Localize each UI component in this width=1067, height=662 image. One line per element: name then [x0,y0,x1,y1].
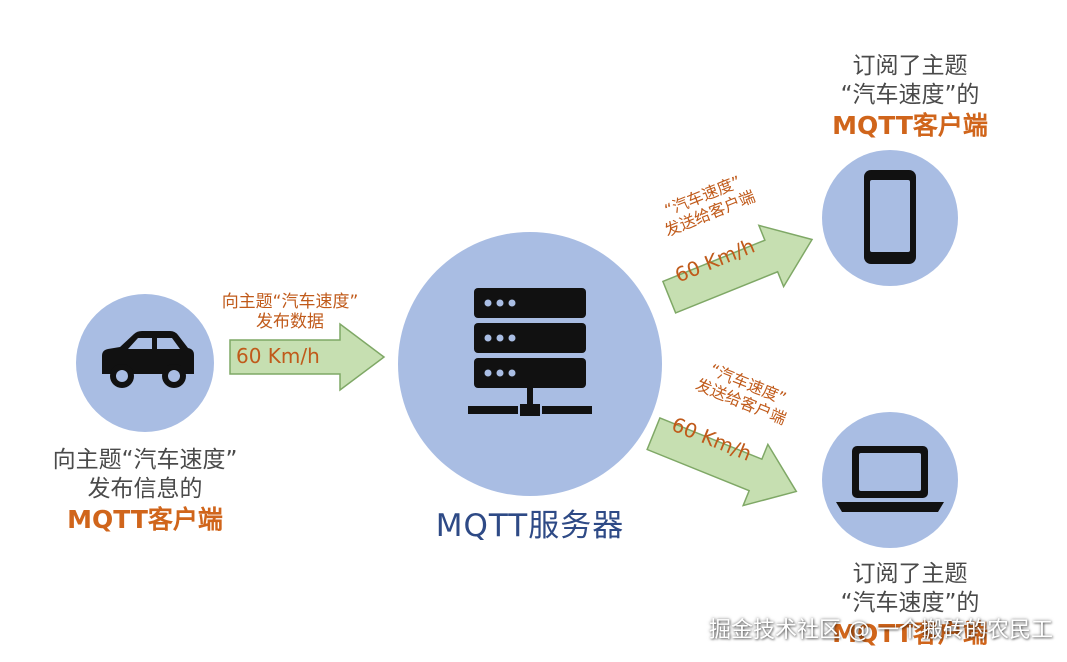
subscriber-laptop-label-brand: MQTT客户端 [832,618,988,648]
car-icon [102,331,194,388]
publish-speed: 60 Km/h [236,344,320,368]
subscriber-phone-label-brand: MQTT客户端 [832,110,988,140]
route-down-arrow: “汽车速度” 发送给客户端 60 Km/h [620,343,839,540]
subscriber-laptop-node [822,412,958,548]
phone-icon [864,170,916,264]
watermark: 掘金技术社区 @ 一个搬砖的农民工 [709,618,1053,643]
subscriber-phone-node [822,150,958,286]
server-icon [468,288,592,416]
publisher-label-line2: 发布信息的 [87,475,203,502]
laptop-icon [836,446,944,512]
publish-caption-line2: 发布数据 [256,312,324,333]
publish-caption-line1: 向主题“汽车速度” [221,292,359,312]
publisher-label: 向主题“汽车速度” 发布信息的 MQTT客户端 [10,446,280,535]
publish-caption: 向主题“汽车速度” 发布数据 [190,292,390,333]
broker-node [398,232,662,496]
publisher-node [76,294,214,432]
publisher-label-line1: 向主题“汽车速度” [52,447,238,473]
subscriber-laptop-label: 订阅了主题 “汽车速度”的 MQTT客户端 [780,560,1040,649]
publisher-label-brand: MQTT客户端 [67,504,223,534]
subscriber-phone-label-line1: 订阅了主题 [852,53,968,79]
subscriber-laptop-label-line2: “汽车速度”的 [840,589,980,616]
broker-name: MQTT服务器 [435,508,625,544]
subscriber-phone-label: 订阅了主题 “汽车速度”的 MQTT客户端 [780,52,1040,141]
subscriber-laptop-label-line1: 订阅了主题 [852,561,968,587]
subscriber-phone-label-line2: “汽车速度”的 [840,81,980,108]
publish-arrow [228,322,388,392]
route-up-arrow: “汽车速度” 发送给客户端 60 Km/h [620,151,839,348]
